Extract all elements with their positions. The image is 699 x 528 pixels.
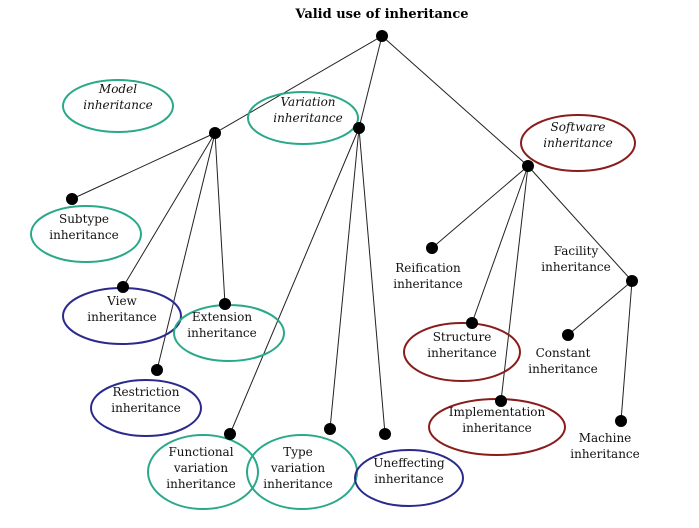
machine-node-dot [615, 415, 627, 427]
type-label-line-2: variation [270, 461, 326, 475]
reification-label: Reification inheritance [393, 261, 463, 291]
constant-label-line-2: inheritance [528, 362, 598, 376]
implementation-label: Implementation inheritance [449, 405, 546, 435]
functional-label: Functional variation inheritance [166, 445, 236, 491]
reification-label-line-1: Reification [395, 261, 461, 275]
variation-to-type-edge [329, 127, 360, 430]
software-label-line-2: inheritance [543, 136, 613, 150]
variation-to-uneffecting-edge [358, 127, 386, 435]
software-ellipse [520, 114, 636, 172]
software-to-implementation-edge [500, 165, 529, 402]
view-label-line-1: View [106, 294, 137, 308]
machine-label: Machine inheritance [570, 431, 640, 461]
dots-layer [66, 30, 638, 440]
type-label: Type variation inheritance [263, 445, 333, 491]
diagram-title: Valid use of inheritance [294, 7, 468, 22]
branch-to-view-edge [122, 132, 216, 288]
structure-node-dot [466, 317, 478, 329]
subtype-label: Subtype inheritance [49, 212, 119, 242]
variation-label-line-1: Variation [280, 95, 335, 109]
model-label: Model inheritance [83, 82, 153, 112]
variation-ellipse [247, 91, 359, 145]
software-to-facility-edge [527, 165, 633, 282]
reification-label-line-2: inheritance [393, 277, 463, 291]
constant-label-line-1: Constant [536, 346, 591, 360]
restriction-label: Restriction inheritance [111, 385, 181, 415]
uneffecting-ellipse [354, 449, 464, 507]
restriction-ellipse [90, 379, 202, 437]
root-to-software-edge [381, 35, 529, 167]
extension-label: Extension inheritance [187, 310, 257, 340]
extension-label-line-2: inheritance [187, 326, 257, 340]
view-label: View inheritance [87, 294, 157, 324]
subtype-node-dot [66, 193, 78, 205]
type-node-dot [324, 423, 336, 435]
type-label-line-1: Type [283, 445, 313, 459]
view-node-dot [117, 281, 129, 293]
type-label-line-3: inheritance [263, 477, 333, 491]
view-label-line-2: inheritance [87, 310, 157, 324]
uneffecting-label-line-1: Uneffecting [373, 456, 445, 470]
implementation-label-line-1: Implementation [449, 405, 546, 419]
branch-to-subtype-edge [71, 132, 216, 200]
machine-label-line-2: inheritance [570, 447, 640, 461]
software-node-dot [522, 160, 534, 172]
constant-label: Constant inheritance [528, 346, 598, 376]
facility-label-line-2: inheritance [541, 260, 611, 274]
facility-label: Facility inheritance [541, 244, 611, 274]
facility-node-dot [626, 275, 638, 287]
subtype-ellipse [30, 205, 142, 263]
restriction-label-line-2: inheritance [111, 401, 181, 415]
functional-label-line-3: inheritance [166, 477, 236, 491]
structure-ellipse [403, 322, 521, 382]
model-branch-point-dot [209, 127, 221, 139]
subtype-label-line-2: inheritance [49, 228, 119, 242]
model-ellipse [62, 79, 174, 133]
facility-to-machine-edge [620, 280, 633, 422]
root-to-variation-edge [358, 35, 383, 129]
extension-node-dot [219, 298, 231, 310]
implementation-node-dot [495, 395, 507, 407]
functional-label-line-1: Functional [168, 445, 233, 459]
structure-label-line-1: Structure [433, 330, 492, 344]
software-label-line-1: Software [551, 120, 606, 134]
edges-layer [71, 35, 633, 435]
root-to-branch-edge [214, 35, 383, 134]
uneffecting-node-dot [379, 428, 391, 440]
variation-to-functional-edge [229, 127, 360, 435]
branch-to-restriction-edge [156, 132, 216, 371]
software-to-reification-edge [431, 165, 529, 249]
facility-to-constant-edge [567, 280, 633, 336]
restriction-label-line-1: Restriction [112, 385, 179, 399]
machine-label-line-1: Machine [579, 431, 632, 445]
extension-label-line-1: Extension [192, 310, 252, 324]
variation-node-dot [353, 122, 365, 134]
constant-node-dot [562, 329, 574, 341]
functional-node-dot [224, 428, 236, 440]
structure-label: Structure inheritance [427, 330, 497, 360]
variation-label-line-2: inheritance [273, 111, 343, 125]
functional-label-line-2: variation [173, 461, 229, 475]
ellipses-layer [30, 79, 636, 510]
reification-node-dot [426, 242, 438, 254]
facility-label-line-1: Facility [554, 244, 599, 258]
uneffecting-label: Uneffecting inheritance [373, 456, 445, 486]
subtype-label-line-1: Subtype [59, 212, 109, 226]
restriction-node-dot [151, 364, 163, 376]
branch-to-extension-edge [214, 132, 226, 305]
model-label-line-2: inheritance [83, 98, 153, 112]
software-label: Software inheritance [543, 120, 613, 150]
root-node-dot [376, 30, 388, 42]
uneffecting-label-line-2: inheritance [374, 472, 444, 486]
functional-ellipse [147, 434, 259, 510]
model-label-line-1: Model [98, 82, 137, 96]
structure-label-line-2: inheritance [427, 346, 497, 360]
variation-label: Variation inheritance [273, 95, 343, 125]
implementation-label-line-2: inheritance [462, 421, 532, 435]
software-to-structure-edge [471, 165, 529, 324]
